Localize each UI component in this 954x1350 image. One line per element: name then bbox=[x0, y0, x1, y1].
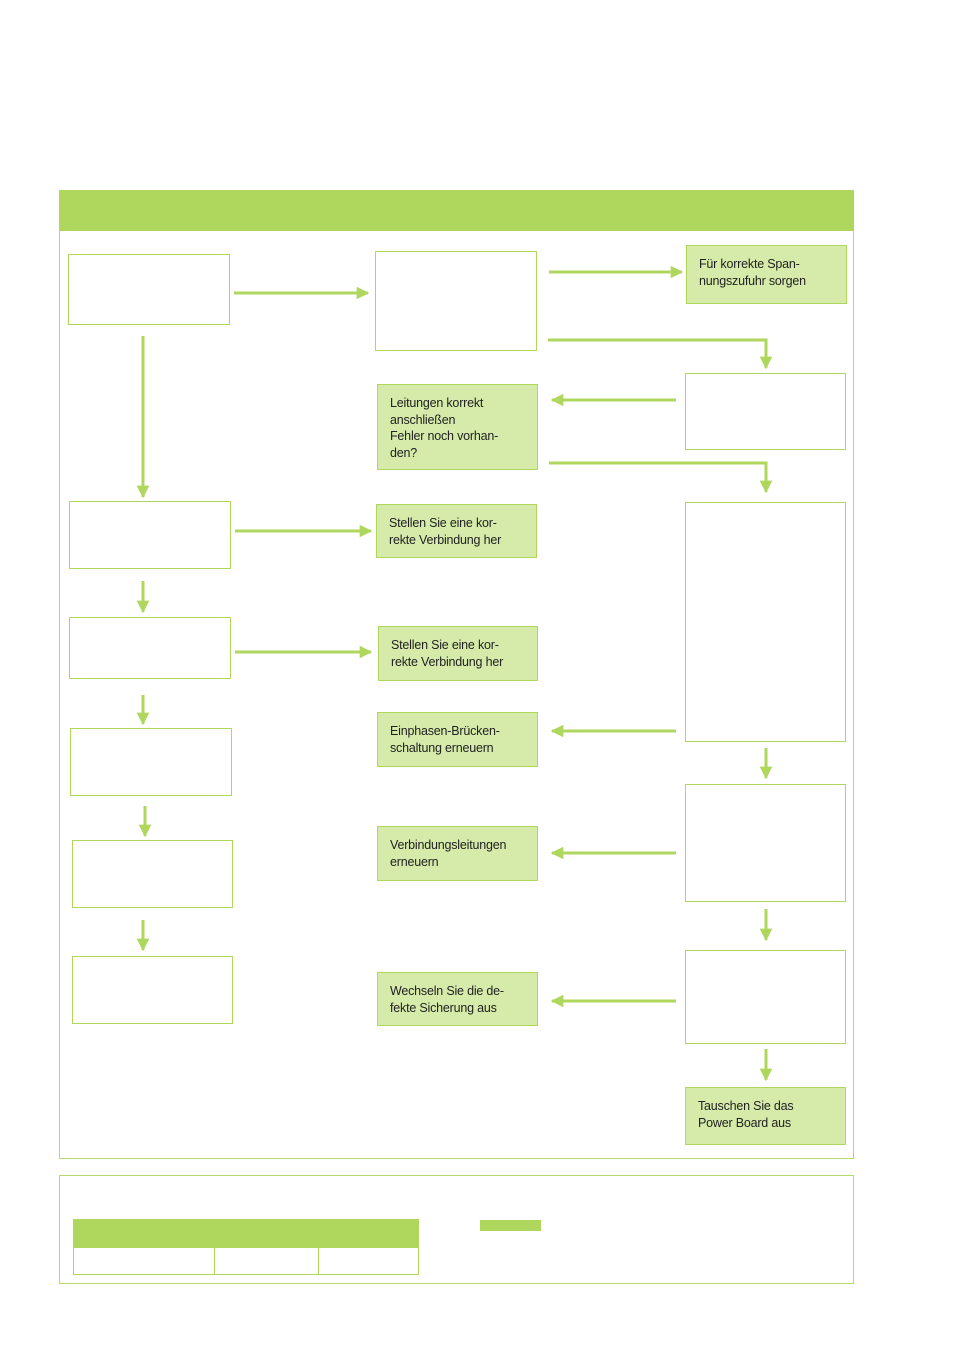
table-cell bbox=[214, 1247, 319, 1275]
step-box-left-1 bbox=[68, 254, 230, 325]
legend-panel bbox=[59, 1175, 854, 1284]
legend-table-row bbox=[73, 1247, 419, 1275]
action-box-verbindung-2: Stellen Sie eine kor- rekte Verbindung h… bbox=[378, 626, 538, 681]
legend-swatch bbox=[480, 1220, 541, 1231]
action-text: Stellen Sie eine kor- rekte Verbindung h… bbox=[391, 638, 504, 669]
action-box-leitungen: Leitungen korrekt anschließen Fehler noc… bbox=[377, 384, 538, 470]
step-box-right-2 bbox=[685, 502, 846, 742]
action-text: Stellen Sie eine kor- rekte Verbindung h… bbox=[389, 516, 502, 547]
table-cell bbox=[73, 1219, 215, 1248]
step-box-left-2 bbox=[69, 501, 231, 569]
flowchart-header-bar bbox=[59, 190, 854, 231]
action-box-leitungen-erneuern: Verbindungsleitungen erneuern bbox=[377, 826, 538, 881]
table-cell bbox=[318, 1247, 419, 1275]
table-cell bbox=[73, 1247, 215, 1275]
table-cell bbox=[214, 1219, 319, 1248]
step-box-right-4 bbox=[685, 950, 846, 1044]
action-text: Für korrekte Span- nungszufuhr sorgen bbox=[699, 257, 806, 288]
action-text: Tauschen Sie das Power Board aus bbox=[698, 1099, 794, 1130]
step-box-left-3 bbox=[69, 617, 231, 679]
arrow bbox=[549, 461, 773, 494]
table-cell bbox=[318, 1219, 419, 1248]
legend-table-header-row bbox=[73, 1219, 419, 1248]
action-box-sicherung: Wechseln Sie die de- fekte Sicherung aus bbox=[377, 972, 538, 1026]
action-box-spannung: Für korrekte Span- nungszufuhr sorgen bbox=[686, 245, 847, 304]
action-box-powerboard: Tauschen Sie das Power Board aus bbox=[685, 1087, 846, 1145]
action-box-verbindung-1: Stellen Sie eine kor- rekte Verbindung h… bbox=[376, 504, 537, 558]
step-box-left-6 bbox=[72, 956, 233, 1024]
decision-box-middle-top bbox=[375, 251, 537, 351]
action-text: Leitungen korrekt anschließen Fehler noc… bbox=[390, 396, 499, 460]
step-box-left-4 bbox=[70, 728, 232, 796]
action-text: Einphasen-Brücken- schaltung erneuern bbox=[390, 724, 500, 755]
step-box-left-5 bbox=[72, 840, 233, 908]
legend-table bbox=[73, 1219, 419, 1275]
action-text: Wechseln Sie die de- fekte Sicherung aus bbox=[390, 984, 504, 1015]
action-box-bruecke: Einphasen-Brücken- schaltung erneuern bbox=[377, 712, 538, 767]
arrow bbox=[548, 338, 773, 370]
step-box-right-1 bbox=[685, 373, 846, 450]
step-box-right-3 bbox=[685, 784, 846, 902]
action-text: Verbindungsleitungen erneuern bbox=[390, 838, 507, 869]
